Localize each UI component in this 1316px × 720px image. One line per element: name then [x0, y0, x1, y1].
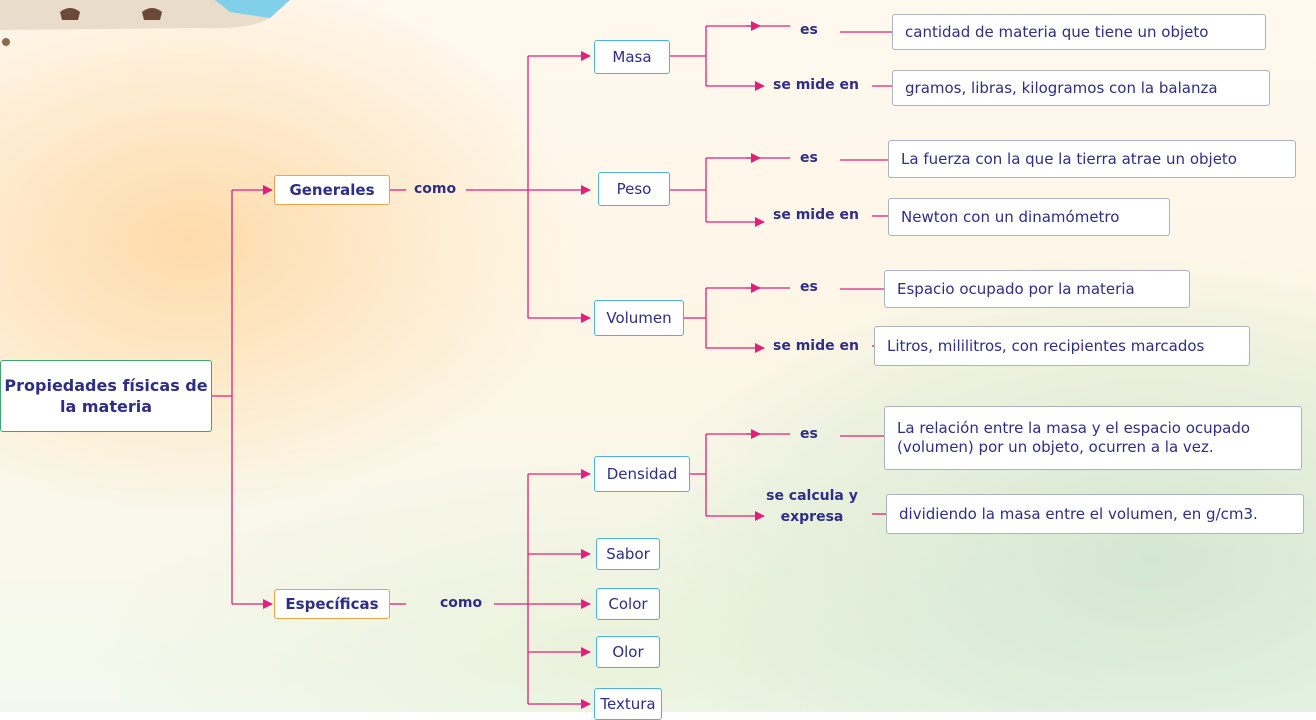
branch-generales: Generales — [274, 175, 390, 205]
densidad-calc-value: dividiendo la masa entre el volumen, en … — [886, 494, 1304, 534]
volumen-es-value: Espacio ocupado por la materia — [884, 270, 1190, 308]
volumen-es-label: es — [800, 279, 818, 295]
densidad-es-value: La relación entre la masa y el espacio o… — [884, 406, 1302, 470]
densidad-calc-text: dividiendo la masa entre el volumen, en … — [899, 505, 1258, 523]
node-olor-label: Olor — [612, 643, 644, 661]
node-volumen: Volumen — [594, 300, 684, 336]
densidad-es-label: es — [800, 426, 818, 442]
node-peso: Peso — [598, 172, 670, 206]
densidad-es-text: La relación entre la masa y el espacio o… — [897, 419, 1251, 456]
volumen-es-text: Espacio ocupado por la materia — [897, 280, 1135, 298]
node-olor: Olor — [596, 636, 660, 668]
node-color: Color — [596, 588, 660, 620]
node-color-label: Color — [608, 595, 648, 613]
node-peso-label: Peso — [616, 180, 652, 198]
connector-como-especificas: como — [440, 595, 483, 611]
peso-es-value: La fuerza con la que la tierra atrae un … — [888, 140, 1296, 178]
masa-es-label: es — [800, 22, 818, 38]
masa-mide-value: gramos, libras, kilogramos con la balanz… — [892, 70, 1270, 106]
root-label: Propiedades físicas de la materia — [4, 376, 208, 416]
node-densidad-label: Densidad — [606, 465, 678, 483]
masa-es-value: cantidad de materia que tiene un objeto — [892, 14, 1266, 50]
root-node: Propiedades físicas de la materia — [0, 360, 212, 432]
illustration-fragment — [0, 0, 290, 46]
node-textura: Textura — [594, 688, 662, 720]
node-textura-label: Textura — [600, 695, 656, 713]
node-densidad: Densidad — [594, 456, 690, 492]
peso-es-text: La fuerza con la que la tierra atrae un … — [901, 150, 1237, 168]
node-volumen-label: Volumen — [606, 309, 672, 327]
node-sabor: Sabor — [596, 538, 660, 570]
masa-es-text: cantidad de materia que tiene un objeto — [905, 23, 1209, 41]
branch-generales-label: Generales — [289, 181, 375, 199]
branch-especificas: Específicas — [274, 589, 390, 619]
volumen-mide-value: Litros, mililitros, con recipientes marc… — [874, 326, 1250, 366]
densidad-calc-label: se calcula y expresa — [766, 488, 858, 525]
peso-mide-value: Newton con un dinamómetro — [888, 198, 1170, 236]
node-sabor-label: Sabor — [606, 545, 650, 563]
branch-especificas-label: Específicas — [285, 595, 379, 613]
node-masa: Masa — [594, 40, 670, 74]
peso-es-label: es — [800, 150, 818, 166]
peso-mide-text: Newton con un dinamómetro — [901, 208, 1120, 226]
volumen-mide-label: se mide en — [773, 338, 859, 354]
masa-mide-text: gramos, libras, kilogramos con la balanz… — [905, 79, 1218, 97]
peso-mide-label: se mide en — [773, 207, 859, 223]
connector-como-generales: como — [414, 181, 457, 197]
volumen-mide-text: Litros, mililitros, con recipientes marc… — [887, 337, 1205, 355]
node-masa-label: Masa — [612, 48, 652, 66]
masa-mide-label: se mide en — [773, 77, 859, 93]
